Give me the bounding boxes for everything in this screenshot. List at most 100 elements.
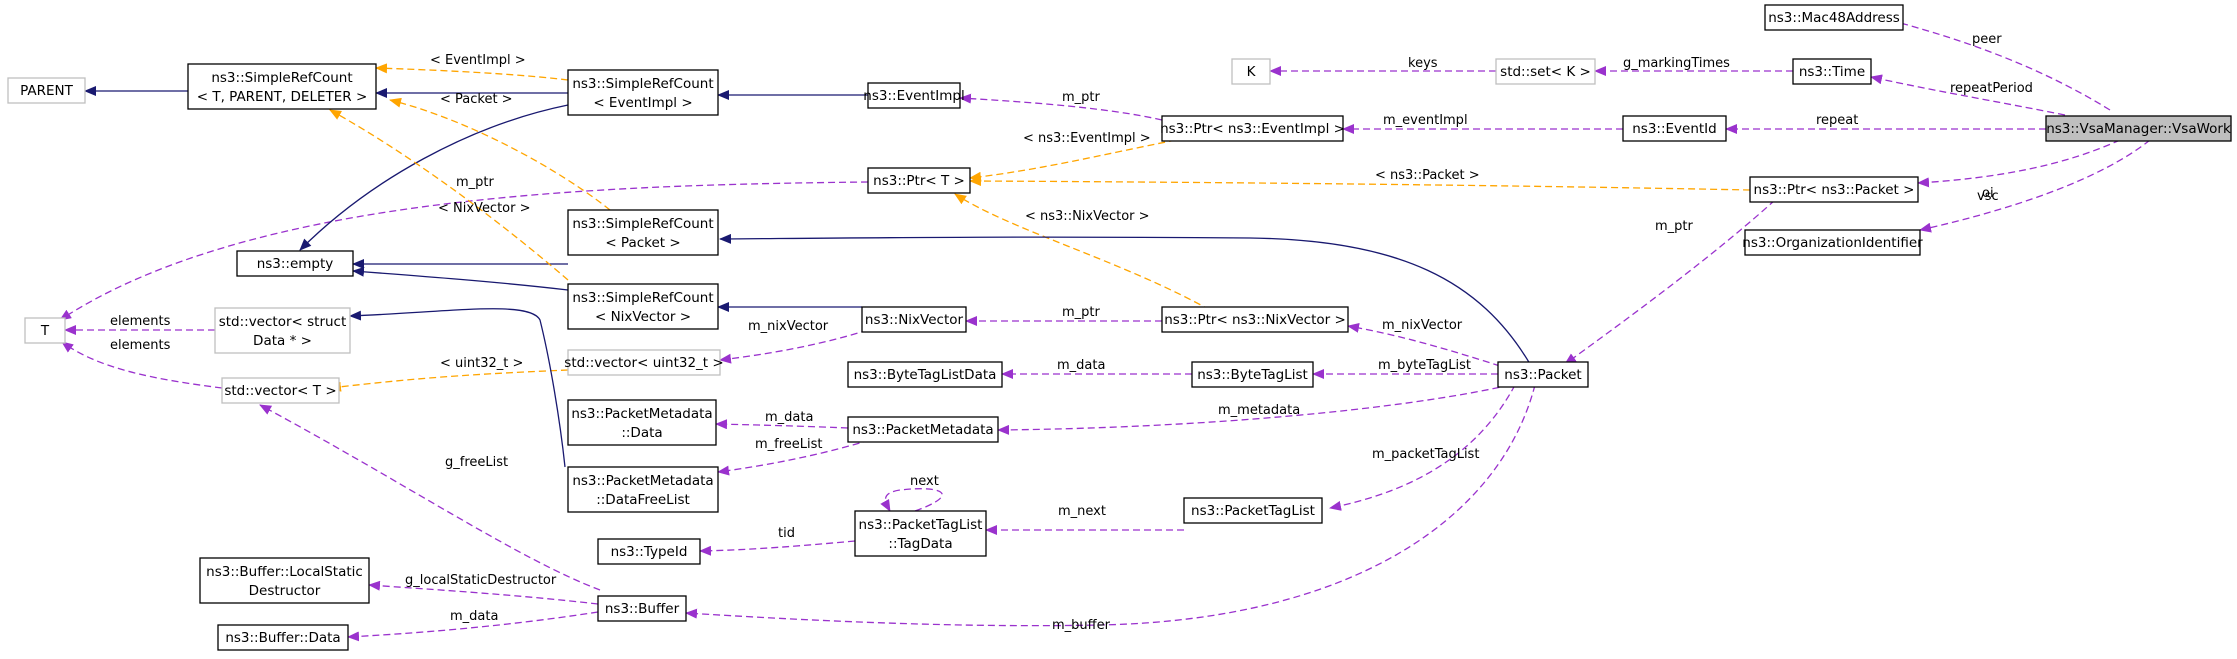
edge-g-marking-times: g_markingTimes: [1594, 56, 1793, 76]
svg-text:< Packet >: < Packet >: [605, 235, 680, 251]
svg-text:ns3::EventId: ns3::EventId: [1632, 121, 1717, 137]
svg-text:vsc: vsc: [1977, 189, 1999, 204]
svg-text:ns3::Mac48Address: ns3::Mac48Address: [1768, 10, 1900, 26]
svg-text:Data * >: Data * >: [253, 333, 312, 349]
edge-inherit-empty-eventimpl: [299, 104, 569, 251]
svg-text:m_ptr: m_ptr: [1655, 219, 1694, 234]
node-time[interactable]: ns3::Time: [1792, 58, 1872, 85]
svg-text:std::vector< T >: std::vector< T >: [224, 383, 336, 399]
svg-text:ns3::NixVector: ns3::NixVector: [865, 312, 964, 328]
svg-text:m_packetTagList: m_packetTagList: [1372, 447, 1479, 462]
node-ptr-t[interactable]: ns3::Ptr< T >: [867, 167, 971, 194]
node-buffer-localstaticdestructor[interactable]: ns3::Buffer::LocalStatic Destructor: [199, 557, 370, 604]
svg-text:m_freeList: m_freeList: [755, 437, 823, 452]
svg-text:T: T: [40, 323, 50, 339]
svg-text:ns3::ByteTagListData: ns3::ByteTagListData: [854, 367, 997, 383]
node-simplerefcount-packet[interactable]: ns3::SimpleRefCount < Packet >: [567, 209, 719, 256]
node-ptr-nixvector[interactable]: ns3::Ptr< ns3::NixVector >: [1161, 306, 1349, 333]
node-nixvector[interactable]: ns3::NixVector: [861, 306, 967, 333]
edge-tmpl-nixvector-2: < ns3::NixVector >: [954, 193, 1211, 311]
svg-text:tid: tid: [778, 526, 795, 541]
svg-text:PARENT: PARENT: [20, 83, 74, 99]
svg-text:repeat: repeat: [1816, 113, 1858, 128]
node-bytetaglist[interactable]: ns3::ByteTagList: [1191, 361, 1314, 388]
svg-text:< NixVector >: < NixVector >: [438, 201, 531, 216]
edge-m-event-impl: m_eventImpl: [1342, 113, 1623, 134]
svg-text:m_byteTagList: m_byteTagList: [1378, 358, 1471, 373]
edge-m-free-list: m_freeList: [717, 437, 871, 476]
svg-text:< ns3::EventImpl >: < ns3::EventImpl >: [1023, 131, 1151, 146]
node-packetmetadata-data[interactable]: ns3::PacketMetadata ::Data: [567, 399, 717, 446]
svg-text:K: K: [1247, 64, 1257, 80]
svg-text:m_data: m_data: [1057, 358, 1105, 373]
svg-text:ns3::Ptr< ns3::EventImpl >: ns3::Ptr< ns3::EventImpl >: [1160, 121, 1345, 137]
edge-m-ptr-t: m_ptr: [59, 175, 869, 321]
node-t[interactable]: T: [24, 317, 66, 344]
svg-text:ns3::PacketMetadata: ns3::PacketMetadata: [852, 422, 993, 438]
svg-text:ns3::VsaManager::VsaWork: ns3::VsaManager::VsaWork: [2046, 121, 2231, 137]
edge-tid: tid: [699, 526, 856, 556]
svg-text:peer: peer: [1972, 32, 2002, 47]
node-vsawork[interactable]: ns3::VsaManager::VsaWork: [2045, 115, 2232, 142]
node-buffer[interactable]: ns3::Buffer: [597, 595, 687, 622]
node-simplerefcount-eventimpl[interactable]: ns3::SimpleRefCount < EventImpl >: [567, 69, 719, 116]
svg-text:::Data: ::Data: [621, 425, 662, 441]
svg-text:m_next: m_next: [1058, 504, 1106, 519]
svg-text:ns3::PacketMetadata: ns3::PacketMetadata: [571, 406, 712, 422]
node-parent[interactable]: PARENT: [7, 77, 86, 104]
node-packetmetadata[interactable]: ns3::PacketMetadata: [847, 416, 999, 443]
svg-text:elements: elements: [110, 338, 171, 353]
edge-tmpl-packet-2: < ns3::Packet >: [969, 168, 1751, 191]
edge-m-data-bytetaglist: m_data: [1001, 358, 1192, 379]
node-vector-t[interactable]: std::vector< T >: [221, 377, 340, 404]
node-simplerefcount-t[interactable]: ns3::SimpleRefCount < T, PARENT, DELETER…: [187, 63, 377, 110]
node-vector-struct[interactable]: std::vector< struct Data * >: [214, 307, 351, 354]
node-mac48address[interactable]: ns3::Mac48Address: [1764, 4, 1904, 31]
svg-text:m_eventImpl: m_eventImpl: [1383, 113, 1468, 128]
svg-text:m_buffer: m_buffer: [1052, 618, 1111, 633]
edge-repeat: repeat: [1725, 113, 2046, 134]
svg-text:m_nixVector: m_nixVector: [748, 319, 829, 334]
node-typeid[interactable]: ns3::TypeId: [597, 538, 701, 565]
svg-text:ns3::SimpleRefCount: ns3::SimpleRefCount: [572, 76, 713, 92]
node-set-k[interactable]: std::set< K >: [1495, 58, 1596, 85]
node-buffer-data[interactable]: ns3::Buffer::Data: [217, 624, 349, 651]
node-organization-identifier[interactable]: ns3::OrganizationIdentifier: [1742, 229, 1923, 256]
node-bytetaglistdata[interactable]: ns3::ByteTagListData: [847, 361, 1003, 388]
svg-text:next: next: [910, 474, 939, 489]
node-eventid[interactable]: ns3::EventId: [1622, 115, 1727, 142]
edge-m-next: m_next: [985, 504, 1184, 535]
node-packetmetadata-datafreelist[interactable]: ns3::PacketMetadata ::DataFreeList: [567, 466, 719, 513]
node-empty[interactable]: ns3::empty: [236, 250, 354, 277]
svg-text:ns3::Ptr< ns3::NixVector >: ns3::Ptr< ns3::NixVector >: [1164, 312, 1346, 328]
node-eventimpl[interactable]: ns3::EventImpl: [863, 82, 965, 109]
edge-m-ptr-nixvector: m_ptr: [965, 305, 1162, 326]
svg-text:ns3::Buffer: ns3::Buffer: [605, 601, 680, 617]
edge-m-ptr-eventimpl: m_ptr: [959, 90, 1163, 121]
node-packettaglist-tagdata[interactable]: ns3::PacketTagList ::TagData: [854, 510, 987, 557]
node-packettaglist[interactable]: ns3::PacketTagList: [1183, 497, 1323, 524]
svg-text:ns3::PacketTagList: ns3::PacketTagList: [859, 517, 983, 533]
svg-text:::DataFreeList: ::DataFreeList: [596, 492, 690, 508]
svg-text:< ns3::Packet >: < ns3::Packet >: [1375, 168, 1480, 183]
svg-text:< EventImpl >: < EventImpl >: [430, 53, 526, 68]
edge-oi: oi: [1919, 139, 2151, 233]
svg-text:m_ptr: m_ptr: [1062, 305, 1101, 320]
svg-text:< T, PARENT, DELETER >: < T, PARENT, DELETER >: [197, 89, 368, 105]
node-simplerefcount-nixvector[interactable]: ns3::SimpleRefCount < NixVector >: [567, 283, 719, 330]
svg-text:repeatPeriod: repeatPeriod: [1950, 81, 2033, 96]
svg-text:ns3::empty: ns3::empty: [257, 256, 334, 272]
edge-vsc: vsc: [1917, 139, 2121, 204]
node-vector-uint32[interactable]: std::vector< uint32_t >: [564, 349, 724, 376]
node-packet[interactable]: ns3::Packet: [1497, 361, 1589, 388]
svg-text:ns3::Buffer::LocalStatic: ns3::Buffer::LocalStatic: [206, 564, 363, 580]
node-ptr-packet[interactable]: ns3::Ptr< ns3::Packet >: [1749, 176, 1919, 203]
edge-inherit-empty-nixvector: [352, 266, 569, 291]
node-ptr-eventimpl[interactable]: ns3::Ptr< ns3::EventImpl >: [1160, 115, 1345, 142]
svg-text:m_metadata: m_metadata: [1218, 403, 1300, 418]
node-k[interactable]: K: [1231, 58, 1271, 85]
svg-text:ns3::ByteTagList: ns3::ByteTagList: [1197, 367, 1308, 383]
svg-text:< Packet >: < Packet >: [440, 92, 513, 107]
edge-tmpl-eventimpl-2: < ns3::EventImpl >: [969, 131, 1177, 182]
svg-text:Destructor: Destructor: [249, 583, 321, 599]
